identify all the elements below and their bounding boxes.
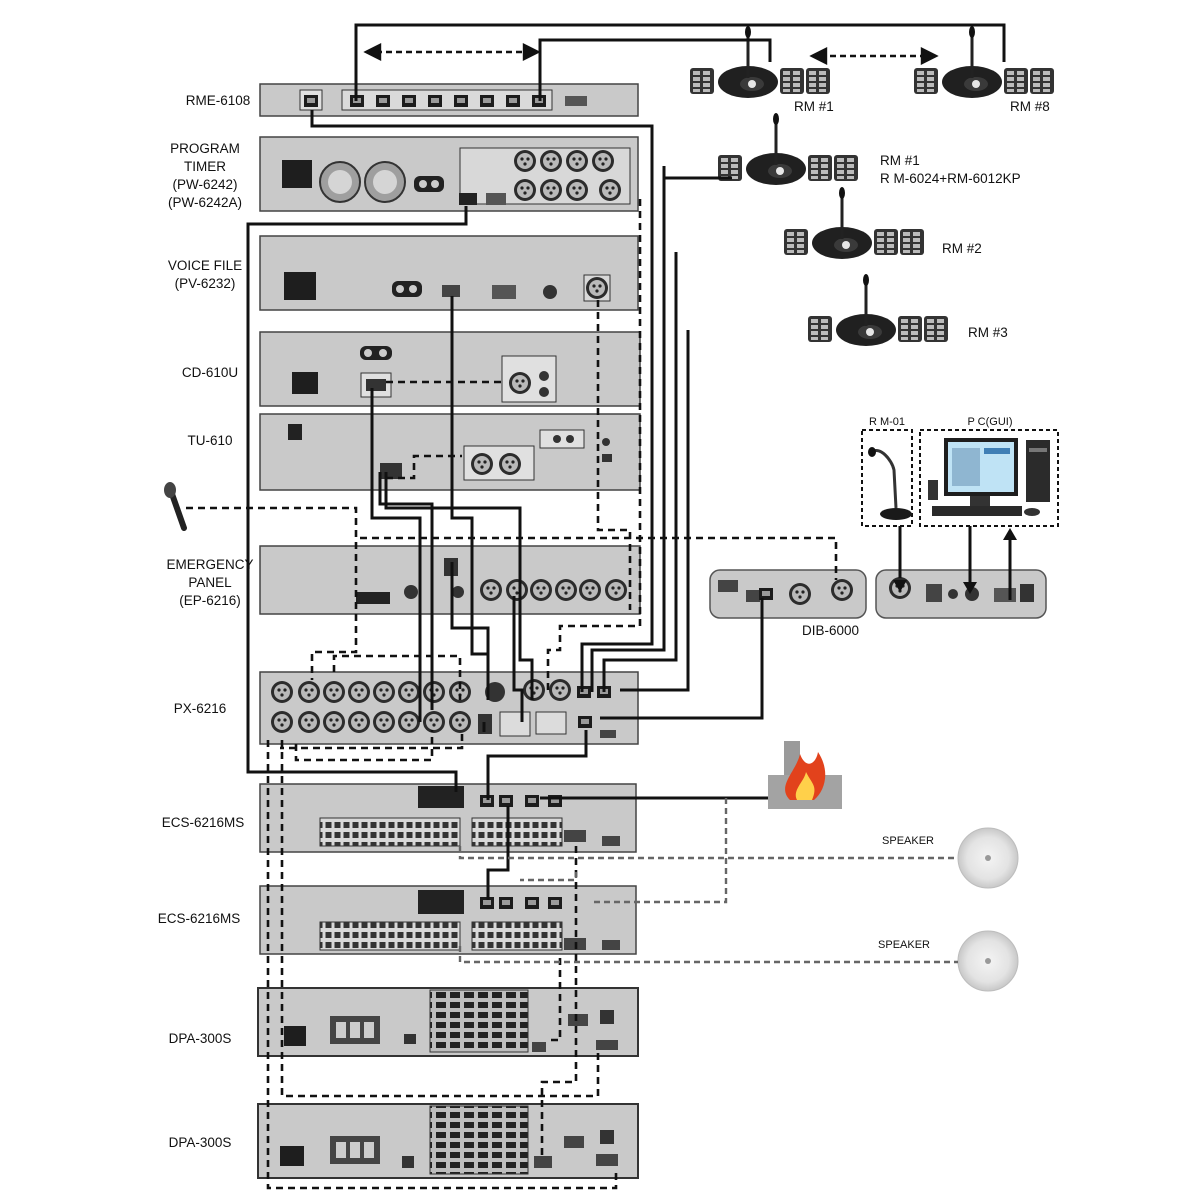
label-rm3: RM #3	[968, 325, 1008, 340]
label-rm2: RM #2	[942, 241, 982, 256]
label-line: EMERGENCY	[166, 557, 254, 572]
label-rm8-top: RM #8	[1010, 99, 1050, 114]
fire-alarm-icon	[768, 741, 842, 809]
pc-arrows	[893, 528, 1017, 600]
handheld-microphone-icon	[164, 482, 187, 531]
label-dpa-300s-1: DPA-300S	[168, 1031, 232, 1046]
label-rme-6108: RME-6108	[185, 93, 251, 108]
label-line: PROGRAM	[170, 141, 240, 156]
label-line: R M-6024+RM-6012KP	[880, 171, 1021, 186]
rack-unit-dpa-300s-1	[257, 987, 639, 1057]
ceiling-speaker-icon	[957, 930, 1019, 992]
pc-gui-computer	[919, 429, 1059, 527]
label-line: RM #1	[880, 153, 920, 168]
label-emergency-panel: EMERGENCY PANEL (EP-6216)	[150, 556, 270, 610]
remote-mic-rm1-top	[690, 26, 830, 98]
rack-unit-emergency-panel	[259, 545, 641, 615]
label-pc-gui: P C(GUI)	[967, 416, 1013, 428]
rack-unit-voice-file	[259, 235, 639, 311]
rack-unit-px-6216	[259, 671, 639, 745]
rack-unit-ecs-6216ms-1	[259, 783, 637, 853]
remote-mic-rm8-top	[914, 26, 1054, 98]
label-line: VOICE FILE	[167, 258, 243, 273]
label-rm1-top: RM #1	[794, 99, 834, 114]
label-px-6216: PX-6216	[173, 701, 227, 716]
label-line: (PV-6232)	[174, 276, 236, 291]
label-rm1: RM #1 R M-6024+RM-6012KP	[880, 152, 1021, 188]
label-rm-01: R M-01	[868, 416, 906, 428]
label-dpa-300s-2: DPA-300S	[168, 1135, 232, 1150]
label-speaker-2: SPEAKER	[878, 939, 930, 951]
rack-unit-program-timer	[259, 136, 639, 212]
label-line: PANEL	[188, 575, 232, 590]
rack-unit-dpa-300s-2	[257, 1103, 639, 1179]
ceiling-speaker-icon	[957, 827, 1019, 889]
label-ecs-6216ms-2: ECS-6216MS	[157, 911, 241, 926]
dib-6000-box	[709, 569, 867, 619]
label-program-timer: PROGRAM TIMER (PW-6242) (PW-6242A)	[150, 140, 260, 212]
label-dib-6000: DIB-6000	[802, 623, 860, 638]
label-voice-file: VOICE FILE (PV-6232)	[150, 257, 260, 293]
label-cd-610u: CD-610U	[181, 365, 239, 380]
rack-unit-cd-610u	[259, 331, 641, 407]
speaker-cables	[458, 798, 958, 964]
remote-mic-rm3	[808, 274, 948, 346]
label-line: TIMER	[184, 159, 226, 174]
dashed-cables	[186, 199, 838, 1190]
label-line: (EP-6216)	[179, 593, 241, 608]
rm-01-desk-mic	[861, 429, 913, 527]
remote-mic-rm1	[718, 113, 858, 185]
remote-mic-rm2	[784, 187, 924, 259]
label-tu-610: TU-610	[187, 433, 233, 448]
rack-unit-tu-610	[259, 413, 641, 491]
rack-unit-ecs-6216ms-2	[259, 885, 637, 955]
label-ecs-6216ms-1: ECS-6216MS	[161, 815, 245, 830]
solid-cables	[246, 23, 1006, 900]
rack-unit-rme-6108	[259, 83, 639, 117]
label-line: (PW-6242)	[172, 177, 238, 192]
dotted-link-markers	[363, 43, 939, 65]
rm-01-interface-box	[875, 569, 1047, 619]
label-line: (PW-6242A)	[167, 195, 243, 210]
label-speaker-1: SPEAKER	[882, 835, 934, 847]
